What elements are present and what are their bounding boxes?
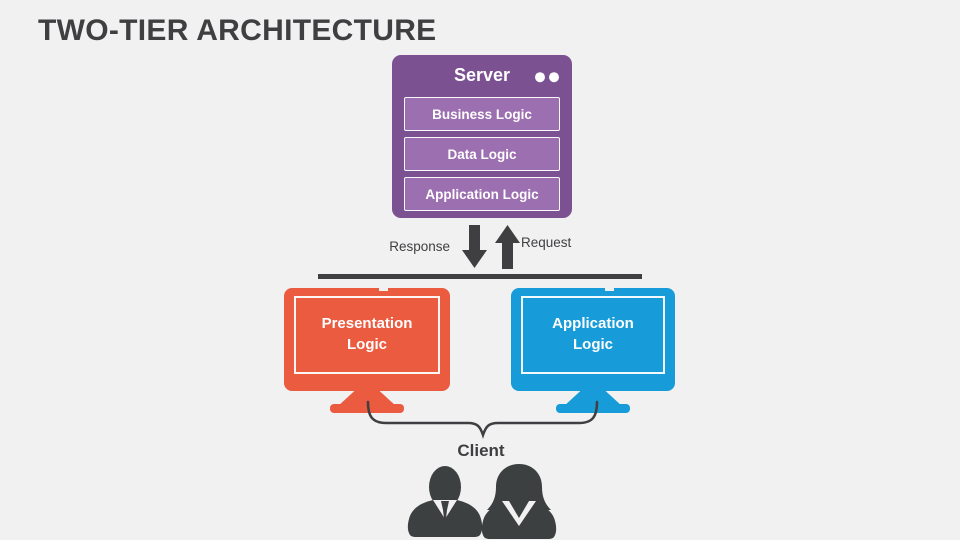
monitor-base — [330, 404, 404, 413]
server-header: Server — [392, 55, 572, 96]
presentation-logic-monitor: Presentation Logic — [284, 288, 450, 418]
monitor-stand — [337, 391, 397, 407]
server-layer-application-logic: Application Logic — [404, 177, 560, 211]
monitor-notch — [379, 288, 388, 291]
man-silhouette-icon — [407, 466, 483, 537]
monitor-screen: Presentation Logic — [294, 296, 440, 374]
request-up-arrow-icon — [495, 225, 520, 269]
monitor-screen: Application Logic — [521, 296, 665, 374]
server-layers: Business Logic Data Logic Application Lo… — [392, 96, 572, 211]
woman-silhouette-icon — [481, 464, 557, 539]
client-brace-icon — [366, 400, 599, 439]
client-label: Client — [457, 441, 505, 460]
monitor-icon: Presentation Logic — [284, 288, 450, 391]
response-label: Response — [389, 239, 450, 254]
server-title: Server — [453, 65, 511, 85]
page-title: TWO-TIER ARCHITECTURE — [38, 14, 437, 47]
server-layer-business-logic: Business Logic — [404, 97, 560, 131]
request-label: Request — [521, 235, 572, 250]
presentation-logic-label: Presentation Logic — [321, 315, 413, 353]
monitor-icon: Application Logic — [511, 288, 675, 391]
server-status-dots-icon — [535, 71, 559, 82]
dot-icon — [535, 71, 545, 82]
application-logic-label: Application Logic — [552, 315, 634, 353]
response-down-arrow-icon — [462, 225, 487, 268]
monitor-notch — [605, 288, 614, 291]
monitor-base — [556, 404, 630, 413]
client-users — [407, 464, 557, 539]
client-bus-line — [318, 274, 642, 279]
monitor-stand — [563, 391, 623, 407]
dot-icon — [549, 71, 559, 82]
request-response-arrows — [462, 225, 520, 269]
server-layer-data-logic: Data Logic — [404, 137, 560, 171]
application-logic-monitor: Application Logic — [511, 288, 675, 418]
server-box: Server Business Logic Data Logic Applica… — [392, 55, 572, 218]
